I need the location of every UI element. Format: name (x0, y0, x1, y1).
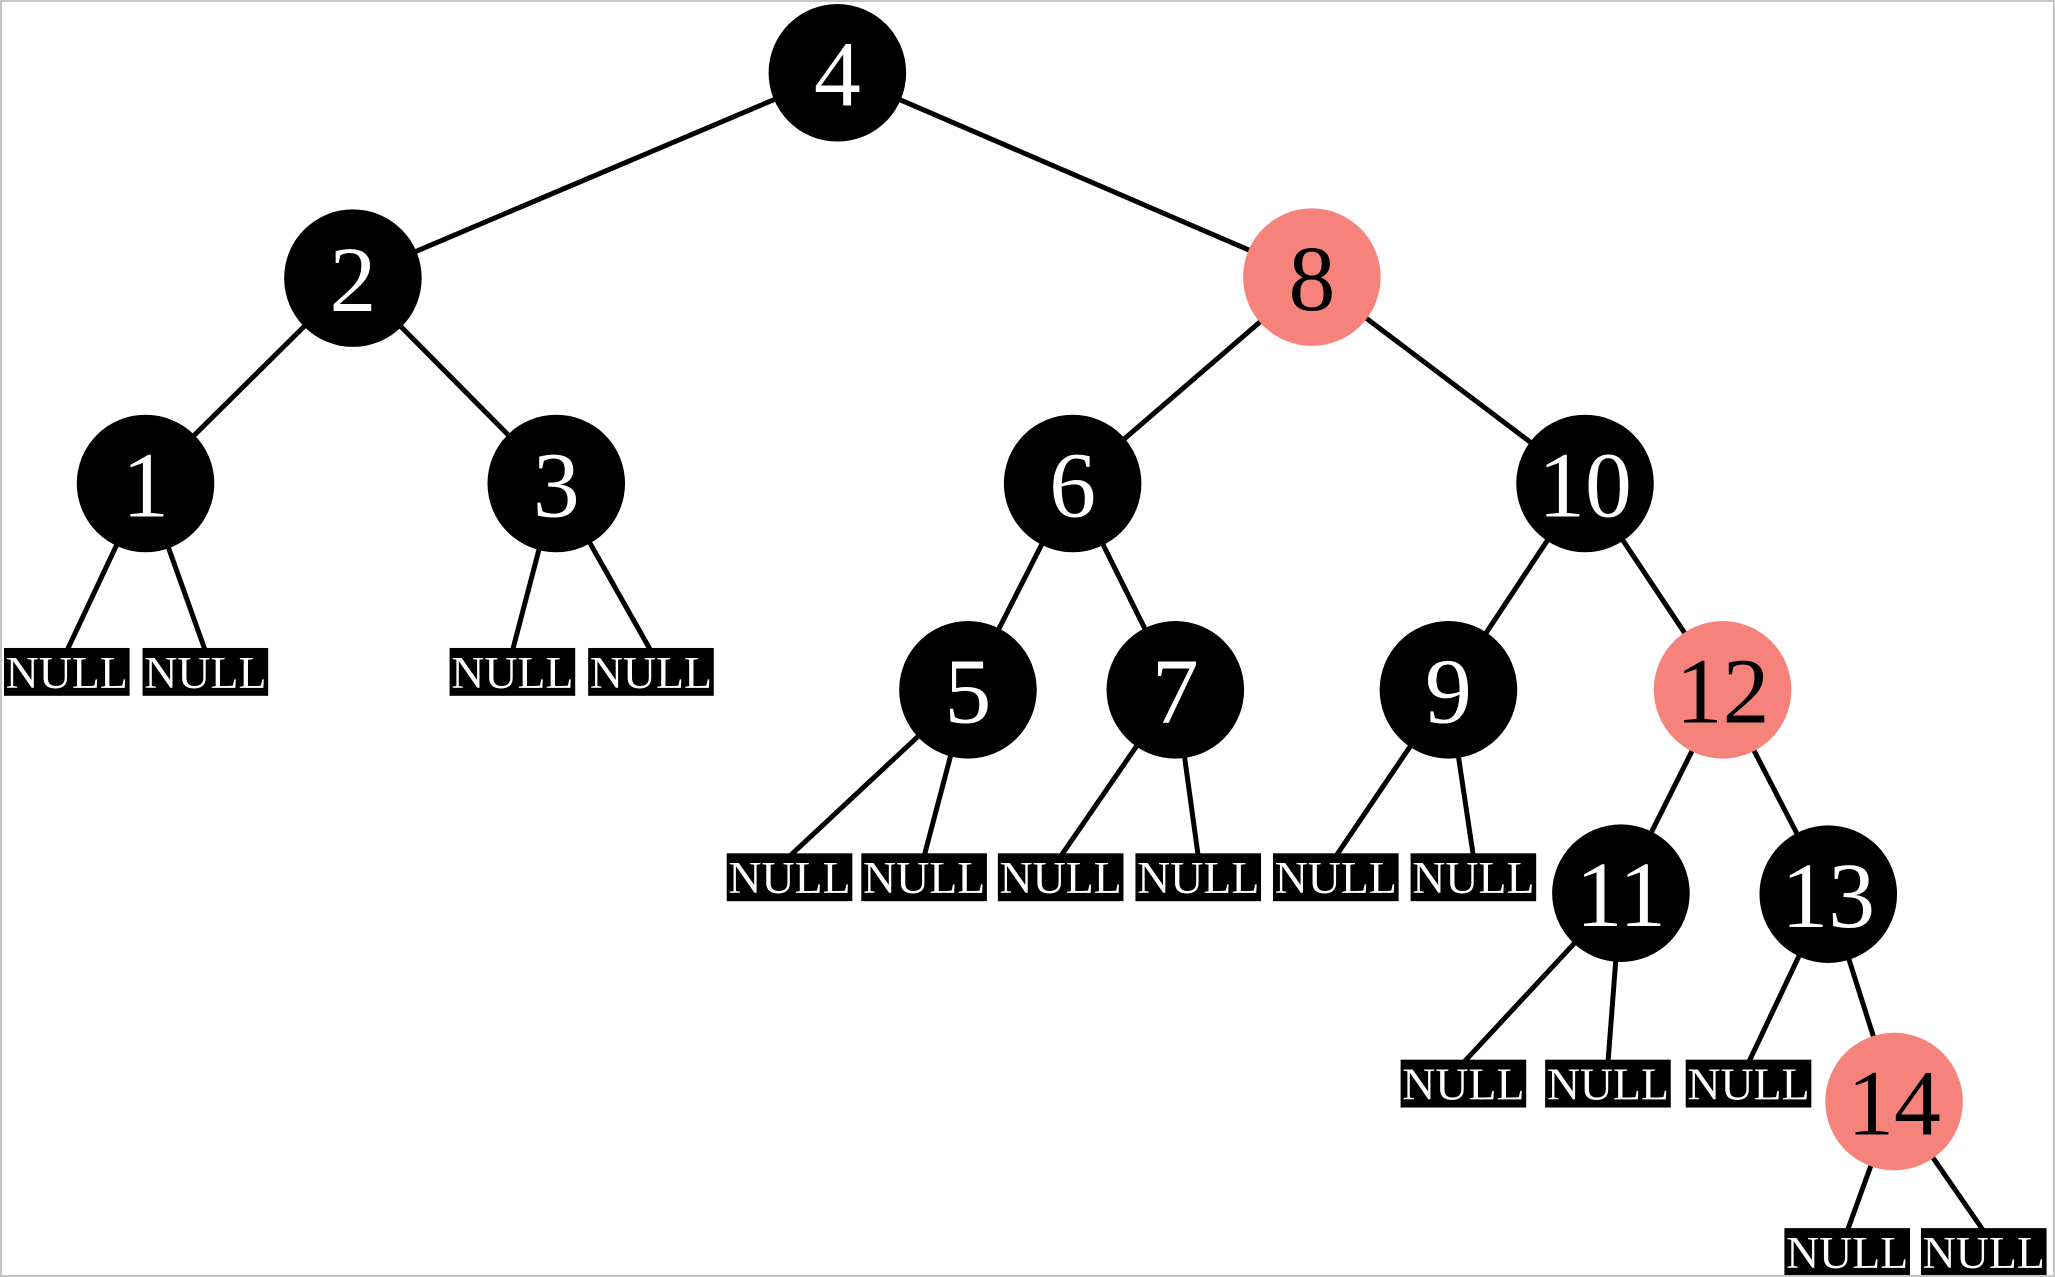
null-box-label: NULL (728, 852, 850, 903)
null-box (1410, 853, 1537, 902)
tree-node-13 (1759, 825, 1898, 963)
null-box-label: NULL (1000, 852, 1122, 903)
tree-node-14 (1825, 1032, 1963, 1171)
null-box (1784, 1228, 1911, 1275)
tree-node-5 (899, 621, 1037, 759)
null-box (3, 647, 130, 696)
null-box-label: NULL (863, 852, 985, 903)
null-box-label: NULL (1137, 852, 1259, 903)
tree-node-3 (487, 414, 626, 553)
tree-node-label-4: 4 (814, 24, 861, 127)
tree-node-4 (768, 3, 907, 142)
tree-node-7 (1106, 621, 1245, 759)
tree-node-8 (1243, 208, 1381, 346)
null-box-label: NULL (451, 647, 573, 698)
tree-node-label-3: 3 (533, 434, 580, 537)
tree-node-label-9: 9 (1425, 641, 1472, 744)
tree-node-11 (1552, 824, 1690, 962)
null-box-label: NULL (1923, 1227, 2045, 1275)
null-box (1135, 853, 1262, 902)
tree-node-9 (1379, 621, 1518, 759)
null-box (449, 647, 576, 696)
null-box-label: NULL (1402, 1059, 1524, 1110)
tree-node-1 (76, 414, 215, 553)
tree-node-12 (1653, 621, 1792, 759)
tree-node-6 (1003, 414, 1142, 553)
null-box-label: NULL (1547, 1059, 1669, 1110)
tree-node-label-2: 2 (329, 229, 376, 332)
tree-node-label-1: 1 (122, 434, 169, 537)
null-box (861, 853, 987, 902)
tree-node-label-10: 10 (1538, 434, 1632, 537)
null-box-label: NULL (1687, 1059, 1809, 1110)
null-box (1920, 1228, 2047, 1275)
null-box-label: NULL (590, 647, 712, 698)
null-box (142, 647, 269, 696)
tree-node-label-14: 14 (1847, 1052, 1941, 1155)
tree-node-label-13: 13 (1781, 845, 1875, 948)
null-box (1545, 1059, 1671, 1108)
tree-node-label-12: 12 (1676, 641, 1770, 744)
tree-node-label-11: 11 (1576, 844, 1666, 947)
tree-node-2 (284, 209, 422, 347)
null-box-label: NULL (1275, 852, 1397, 903)
null-leaves-layer: NULL NULL NULL NULL NULL NULL NULL NULL NULL NULL… (3, 647, 2047, 1275)
null-box-label: NULL (6, 647, 128, 698)
null-box (1273, 853, 1399, 902)
null-box (1400, 1059, 1527, 1108)
null-box (997, 853, 1124, 902)
null-box-label: NULL (1412, 852, 1534, 903)
null-box (588, 647, 714, 696)
null-box (1685, 1059, 1812, 1108)
tree-node-label-7: 7 (1152, 641, 1199, 744)
null-box-label: NULL (144, 647, 266, 698)
null-box (726, 853, 853, 902)
tree-node-label-5: 5 (945, 641, 992, 744)
tree-node-label-6: 6 (1049, 434, 1096, 537)
edge-4-2 (351, 70, 839, 281)
edge-4-8 (836, 70, 1313, 280)
null-box-label: NULL (1786, 1227, 1908, 1275)
tree-node-label-8: 8 (1288, 228, 1335, 331)
tree-node-10 (1516, 414, 1654, 553)
